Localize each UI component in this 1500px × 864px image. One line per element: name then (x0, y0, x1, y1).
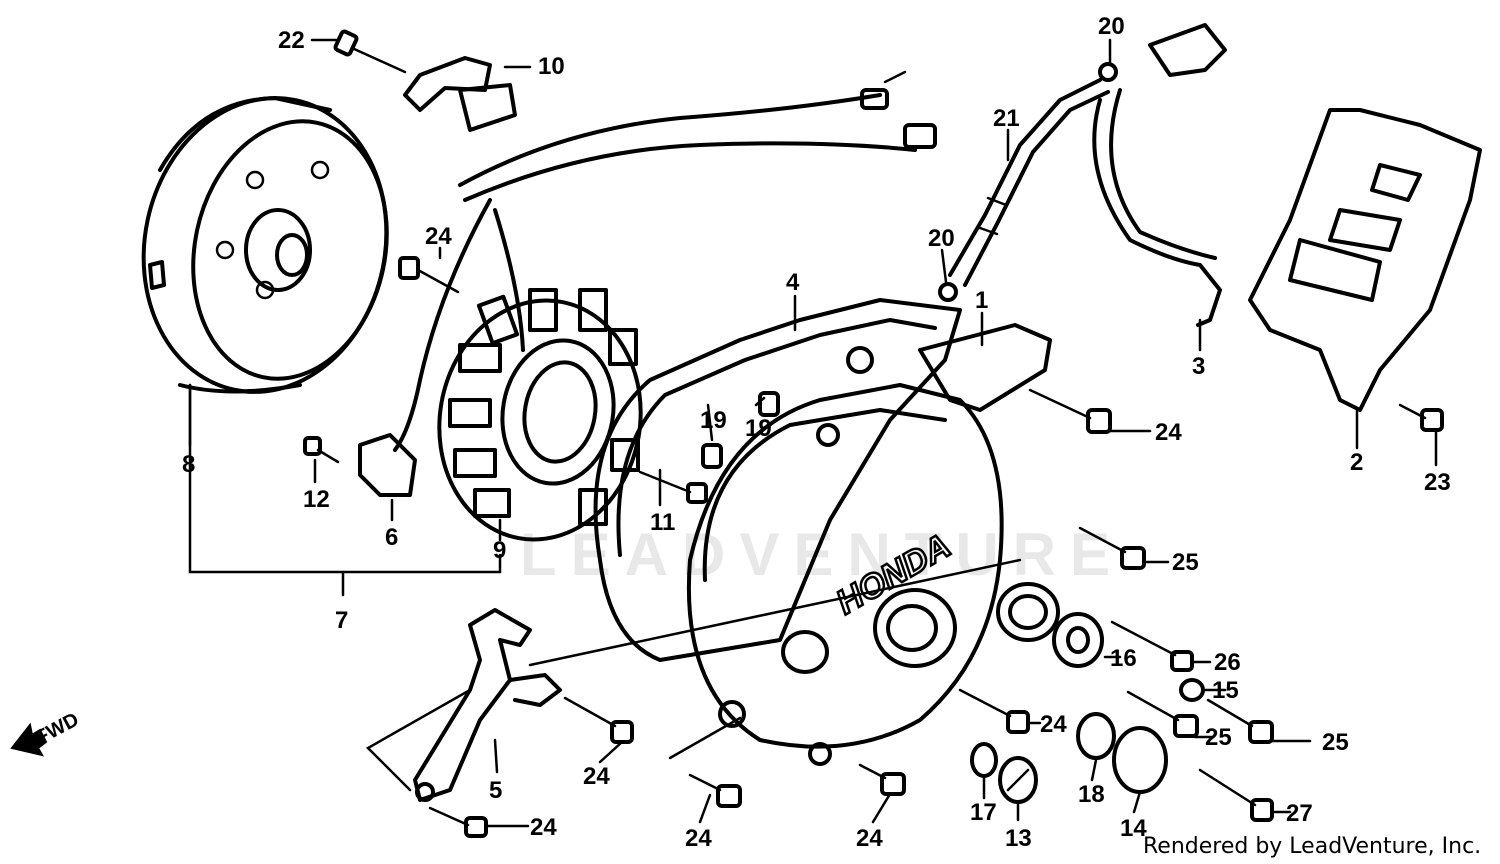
callout-24-bottom-right: 24 (856, 825, 883, 852)
callout-25-middle: 25 (1205, 724, 1232, 751)
callout-19a: 19 (700, 407, 727, 434)
plug-cap-13 (998, 756, 1038, 804)
callout-19b: 19 (745, 415, 772, 442)
callout-8: 8 (182, 451, 195, 478)
callout-24-bracket: 24 (583, 763, 610, 790)
callout-24-bottom-mid: 24 (685, 825, 712, 852)
clip-20b (938, 282, 958, 302)
callout-23: 23 (1424, 469, 1451, 496)
callout-3: 3 (1192, 353, 1205, 380)
bolt-25-upper (1078, 526, 1146, 570)
callout-20b: 20 (928, 225, 955, 252)
flywheel-rotor (141, 96, 389, 394)
stator-coil (437, 288, 643, 542)
callout-22: 22 (278, 27, 305, 54)
callout-11: 11 (650, 509, 675, 536)
leader-5 (528, 558, 1022, 667)
forward-arrow-icon (10, 722, 48, 757)
bolt-23 (1398, 403, 1444, 432)
bolt-24-bracket (563, 696, 634, 744)
bolt-24-center (958, 688, 1030, 734)
callout-15: 15 (1212, 677, 1239, 704)
callout-25-right: 25 (1322, 729, 1349, 756)
plug-cap-14 (1112, 726, 1168, 794)
o-ring-17 (970, 742, 998, 778)
clip-20a (1098, 62, 1118, 82)
dowel-pin-19a (758, 391, 780, 417)
callout-24-stator: 24 (425, 223, 452, 250)
callout-17: 17 (970, 799, 997, 826)
callout-9: 9 (493, 537, 506, 564)
callout-24-bottom-left: 24 (530, 814, 557, 841)
render-credit: Rendered by LeadVenture, Inc. (1143, 834, 1481, 859)
callout-7: 7 (335, 607, 348, 634)
bolt-24-bottom-right (858, 763, 906, 796)
callout-27: 27 (1286, 800, 1313, 827)
callout-12: 12 (303, 486, 330, 513)
bolt-22 (333, 29, 407, 74)
bolt-24-right (1028, 388, 1112, 434)
oil-seal-16 (1052, 612, 1104, 668)
callout-10: 10 (538, 53, 565, 80)
bolt-25-middle (1126, 690, 1199, 738)
stator-wire-harness (393, 70, 937, 452)
callout-leaders (188, 38, 1438, 828)
watermark: LEADVENTURE (520, 521, 1124, 588)
bolt-25-right (1206, 698, 1274, 744)
callout-18: 18 (1078, 781, 1105, 808)
bracket-pointer-5 (365, 688, 472, 792)
pulse-generator-10 (403, 56, 517, 132)
bolt-12 (303, 436, 340, 464)
pulse-generator-6 (358, 433, 417, 497)
callout-4: 4 (786, 269, 800, 296)
callout-13: 13 (1005, 825, 1032, 852)
bolt-27 (1198, 768, 1274, 822)
o-ring-18 (1076, 712, 1116, 760)
sprocket-cover-2 (1248, 108, 1482, 412)
bolt-11 (638, 470, 708, 504)
callout-2: 2 (1350, 449, 1363, 476)
bolt-24-stator (398, 256, 460, 294)
callout-24-right: 24 (1155, 419, 1182, 446)
washer-15 (1179, 678, 1205, 702)
callout-26: 26 (1214, 649, 1241, 676)
assembly-bracket-7 (188, 383, 502, 574)
callout-25-upper: 25 (1172, 549, 1199, 576)
callout-16: 16 (1110, 645, 1137, 672)
callout-5: 5 (489, 777, 502, 804)
bolt-24-bottom-mid (668, 716, 742, 808)
callout-24-center: 24 (1040, 711, 1067, 738)
callout-21: 21 (993, 105, 1020, 132)
fwd-label: FWD (32, 709, 83, 750)
bracket-5 (413, 608, 562, 802)
callout-20a: 20 (1098, 13, 1125, 40)
callout-1: 1 (975, 287, 988, 314)
cover-gasket-4 (593, 298, 962, 662)
breather-tube-21 (948, 78, 1110, 287)
callout-14: 14 (1120, 815, 1147, 842)
bolt-24-bottom-left (428, 806, 488, 838)
dowel-pin-19b (701, 443, 723, 469)
callout-6: 6 (385, 524, 398, 551)
bracket-3 (1092, 23, 1227, 327)
